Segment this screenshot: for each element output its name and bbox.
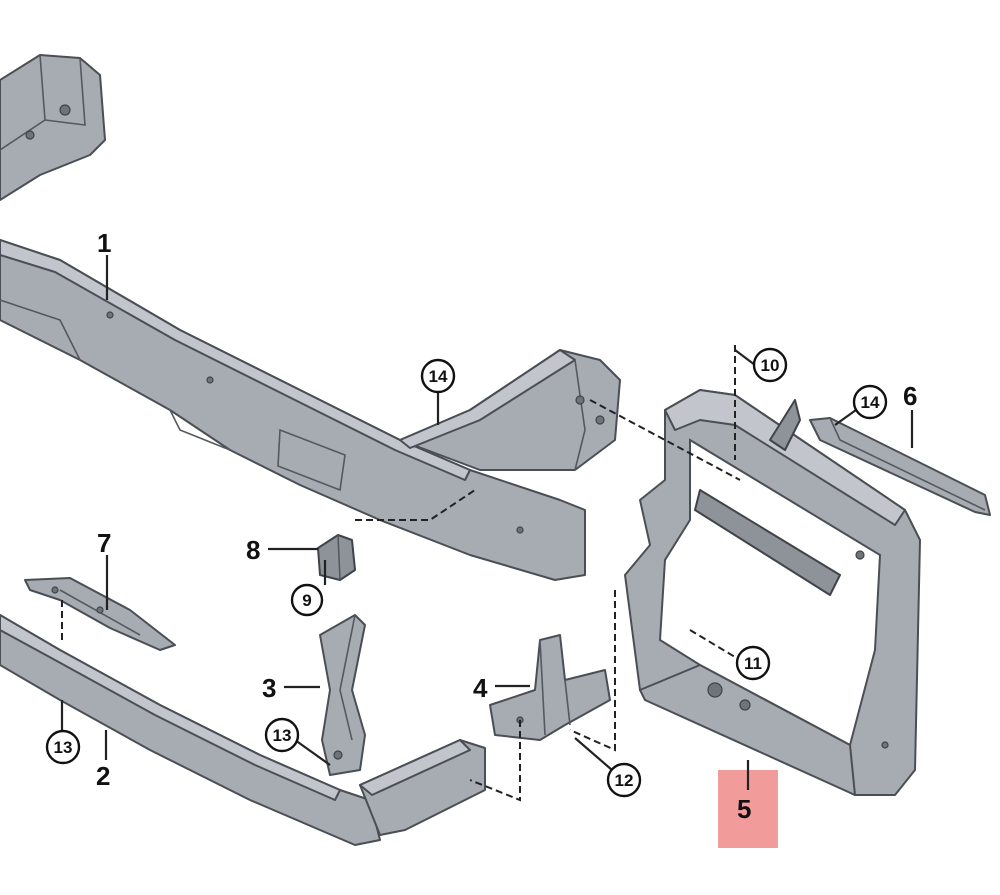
label-part-14-right: 14 — [861, 393, 880, 412]
label-part-12: 12 — [615, 771, 634, 790]
part-2-lower-beam — [0, 614, 381, 846]
callout-13-right: 13 — [264, 717, 300, 753]
label-part-3: 3 — [262, 673, 276, 703]
label-part-9: 9 — [302, 591, 311, 610]
callout-12: 12 — [606, 762, 642, 798]
part-8-buffer — [317, 534, 356, 581]
leader-lines — [60, 255, 914, 790]
assembly-lines — [61, 345, 741, 802]
callout-9: 9 — [290, 583, 324, 617]
label-part-10: 10 — [761, 356, 780, 375]
part-14-beam-bracket — [399, 349, 621, 471]
label-part-1: 1 — [97, 228, 111, 258]
part-3-bracket — [319, 614, 366, 776]
part-1-main-beam — [0, 239, 586, 581]
label-part-6: 6 — [903, 381, 917, 411]
callout-10: 10 — [752, 347, 788, 383]
part-hook — [769, 399, 801, 451]
part-top-left-carrier — [0, 54, 106, 201]
label-part-4: 4 — [473, 673, 488, 703]
label-part-13-left: 13 — [54, 738, 73, 757]
callout-13-left: 13 — [45, 729, 81, 765]
part-6-strip — [809, 417, 991, 516]
part-5-radiator-support — [624, 389, 921, 796]
callout-14-right: 14 — [852, 384, 888, 420]
callout-11: 11 — [735, 645, 771, 681]
callout-14-center: 14 — [420, 358, 456, 394]
part-2-end-piece — [359, 739, 486, 836]
label-part-7: 7 — [97, 528, 111, 558]
part-4-mount — [489, 634, 611, 741]
label-part-14-center: 14 — [429, 367, 448, 386]
label-part-11: 11 — [744, 654, 762, 673]
label-part-5: 5 — [737, 794, 751, 824]
label-part-8: 8 — [246, 535, 260, 565]
label-part-2: 2 — [96, 761, 110, 791]
part-7-plate — [24, 577, 176, 651]
label-part-13-right: 13 — [273, 726, 292, 745]
